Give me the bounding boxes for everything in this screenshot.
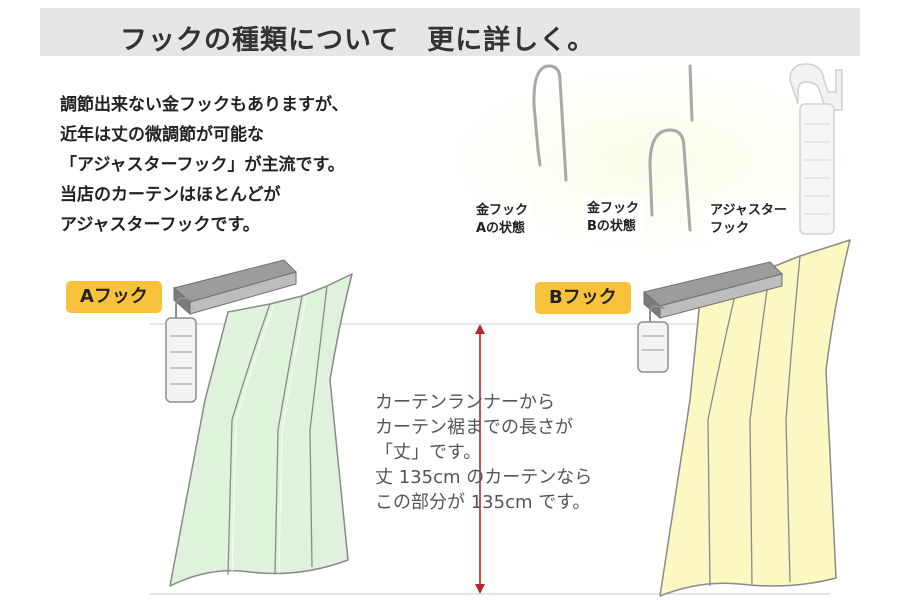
callout-line: 丈 135cm のカーテンなら bbox=[375, 467, 593, 488]
intro-line: 「アジャスターフック」が主流です。 bbox=[60, 155, 345, 175]
callout-line: カーテン裾までの長さが bbox=[375, 417, 573, 438]
adjuster-hook-icon bbox=[789, 63, 843, 235]
intro-line: 調節出来ない金フックもありますが、 bbox=[60, 95, 349, 115]
a-hook-badge: Aフック bbox=[66, 281, 162, 313]
curtain-b bbox=[659, 239, 851, 597]
hook-b-state-label: 金フック Bの状態 bbox=[583, 198, 644, 238]
curtain-rail-a bbox=[172, 259, 297, 316]
intro-line: 近年は丈の微調節が可能な bbox=[60, 125, 264, 145]
intro-line: アジャスターフックです。 bbox=[60, 215, 260, 235]
callout-line: この部分が 135cm です。 bbox=[375, 492, 591, 513]
intro-text: 調節出来ない金フックもありますが、 近年は丈の微調節が可能な 「アジャスターフッ… bbox=[60, 90, 349, 240]
length-explanation: カーテンランナーから カーテン裾までの長さが 「丈」です。 丈 135cm のカ… bbox=[375, 390, 592, 515]
curtain-rail-b bbox=[642, 261, 783, 320]
curtain-a bbox=[169, 273, 353, 587]
page-title: フックの種類について 更に詳しく。 bbox=[120, 25, 596, 56]
callout-line: 「丈」です。 bbox=[375, 442, 482, 463]
intro-line: 当店のカーテンはほとんどが bbox=[60, 185, 281, 205]
metal-hook-b-icon bbox=[648, 64, 694, 232]
b-hook-badge: Bフック bbox=[535, 282, 631, 314]
adjuster-hook-b-icon bbox=[637, 304, 669, 373]
header-bar: フックの種類について 更に詳しく。 bbox=[40, 8, 860, 56]
adjuster-hook-a-icon bbox=[165, 296, 197, 403]
hook-a-state-label: 金フック Aの状態 bbox=[472, 200, 533, 240]
metal-hook-a-icon bbox=[532, 64, 568, 182]
length-arrow-icon bbox=[475, 324, 485, 594]
callout-line: カーテンランナーから bbox=[375, 392, 555, 413]
adjuster-hook-label: アジャスター フック bbox=[706, 200, 791, 240]
